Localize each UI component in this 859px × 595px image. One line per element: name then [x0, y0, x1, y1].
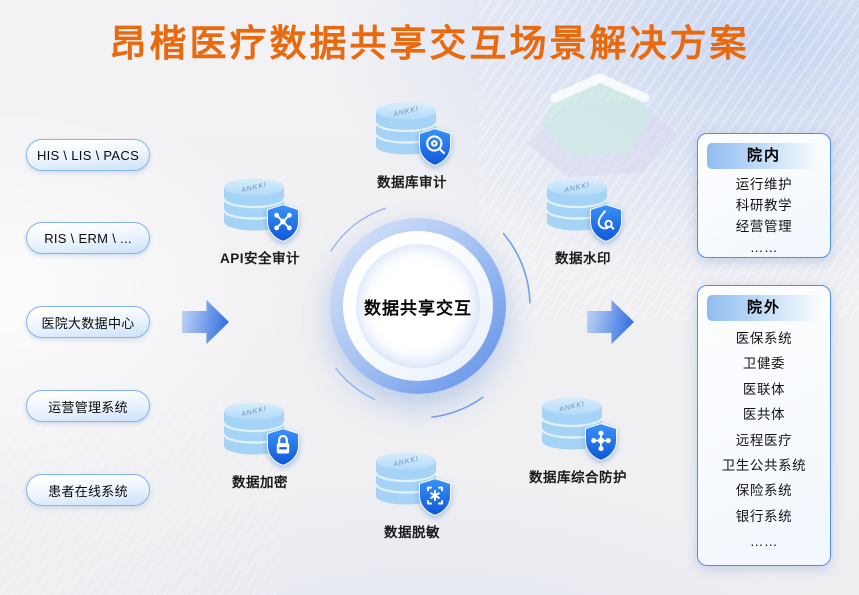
- source-pill-hospital-bigdata: 医院大数据中心: [26, 306, 150, 338]
- hub-network-shield-icon: [584, 422, 618, 462]
- watermark-drop-shield-icon: [589, 203, 623, 243]
- module-label: API安全审计: [219, 251, 300, 266]
- module-database-audit: ANKKI 数据库审计: [357, 102, 467, 191]
- database-icon: ANKKI: [545, 178, 623, 243]
- module-label: 数据水印: [555, 251, 611, 266]
- source-pill-operation-system: 运营管理系统: [26, 390, 150, 422]
- panel-out-hospital-header: 院外: [707, 295, 821, 321]
- chevron-decor: [550, 73, 650, 103]
- panel-item: 医共体: [742, 407, 786, 423]
- panel-item: 保险系统: [735, 483, 793, 499]
- database-icon: ANKKI: [222, 402, 300, 467]
- database-icon: ANKKI: [540, 397, 618, 462]
- module-label: 数据库审计: [377, 175, 447, 190]
- center-circle: 数据共享交互: [356, 244, 480, 368]
- panel-item: 远程医疗: [735, 432, 793, 448]
- module-label: 数据库综合防护: [529, 470, 627, 485]
- source-pill-ris-erm: RIS \ ERM \ ...: [26, 222, 150, 254]
- module-database-protection: ANKKI 数据库综合防护: [523, 397, 633, 486]
- api-network-shield-icon: [266, 203, 300, 243]
- database-icon: ANKKI: [222, 178, 300, 243]
- module-api-security-audit: ANKKI API安全审计: [205, 178, 315, 267]
- panel-item-ellipsis: ……: [749, 534, 779, 550]
- audit-search-shield-icon: [418, 127, 452, 167]
- module-data-encryption: ANKKI 数据加密: [205, 402, 315, 491]
- page-title: 昂楷医疗数据共享交互场景解决方案: [109, 23, 750, 64]
- module-data-masking: ANKKI 数据脱敏: [357, 452, 467, 541]
- panel-item: 卫健委: [742, 356, 786, 372]
- panel-item: 运行维护: [735, 177, 793, 192]
- arrow-right-icon: [182, 299, 229, 345]
- center-circle-label: 数据共享交互: [364, 298, 472, 318]
- database-icon: ANKKI: [374, 102, 452, 167]
- module-label: 数据脱敏: [384, 525, 440, 540]
- panel-item-ellipsis: ……: [749, 240, 779, 255]
- panel-item: 银行系统: [735, 508, 793, 524]
- circle-arc-decor: [305, 193, 531, 419]
- mask-asterisk-shield-icon: [418, 477, 452, 517]
- panel-in-hospital: 院内 运行维护 科研教学 经营管理 ……: [697, 133, 831, 258]
- source-pill-his-lis-pacs: HIS \ LIS \ PACS: [26, 139, 150, 171]
- panel-item: 医保系统: [735, 331, 793, 346]
- panel-out-hospital: 院外 医保系统 卫健委 医联体 医共体 远程医疗 卫生公共系统 保险系统 银行系…: [697, 285, 831, 566]
- panel-item: 经营管理: [735, 219, 793, 234]
- panel-item: 卫生公共系统: [721, 458, 807, 474]
- arrow-right-icon: [587, 299, 634, 345]
- panel-item: 医联体: [742, 381, 786, 397]
- panel-item: 科研教学: [735, 198, 793, 213]
- database-icon: ANKKI: [374, 452, 452, 517]
- source-pill-patient-online: 患者在线系统: [26, 474, 150, 506]
- module-data-watermark: ANKKI 数据水印: [528, 178, 638, 267]
- lock-shield-icon: [266, 427, 300, 467]
- panel-in-hospital-header: 院内: [707, 143, 821, 169]
- module-label: 数据加密: [232, 475, 288, 490]
